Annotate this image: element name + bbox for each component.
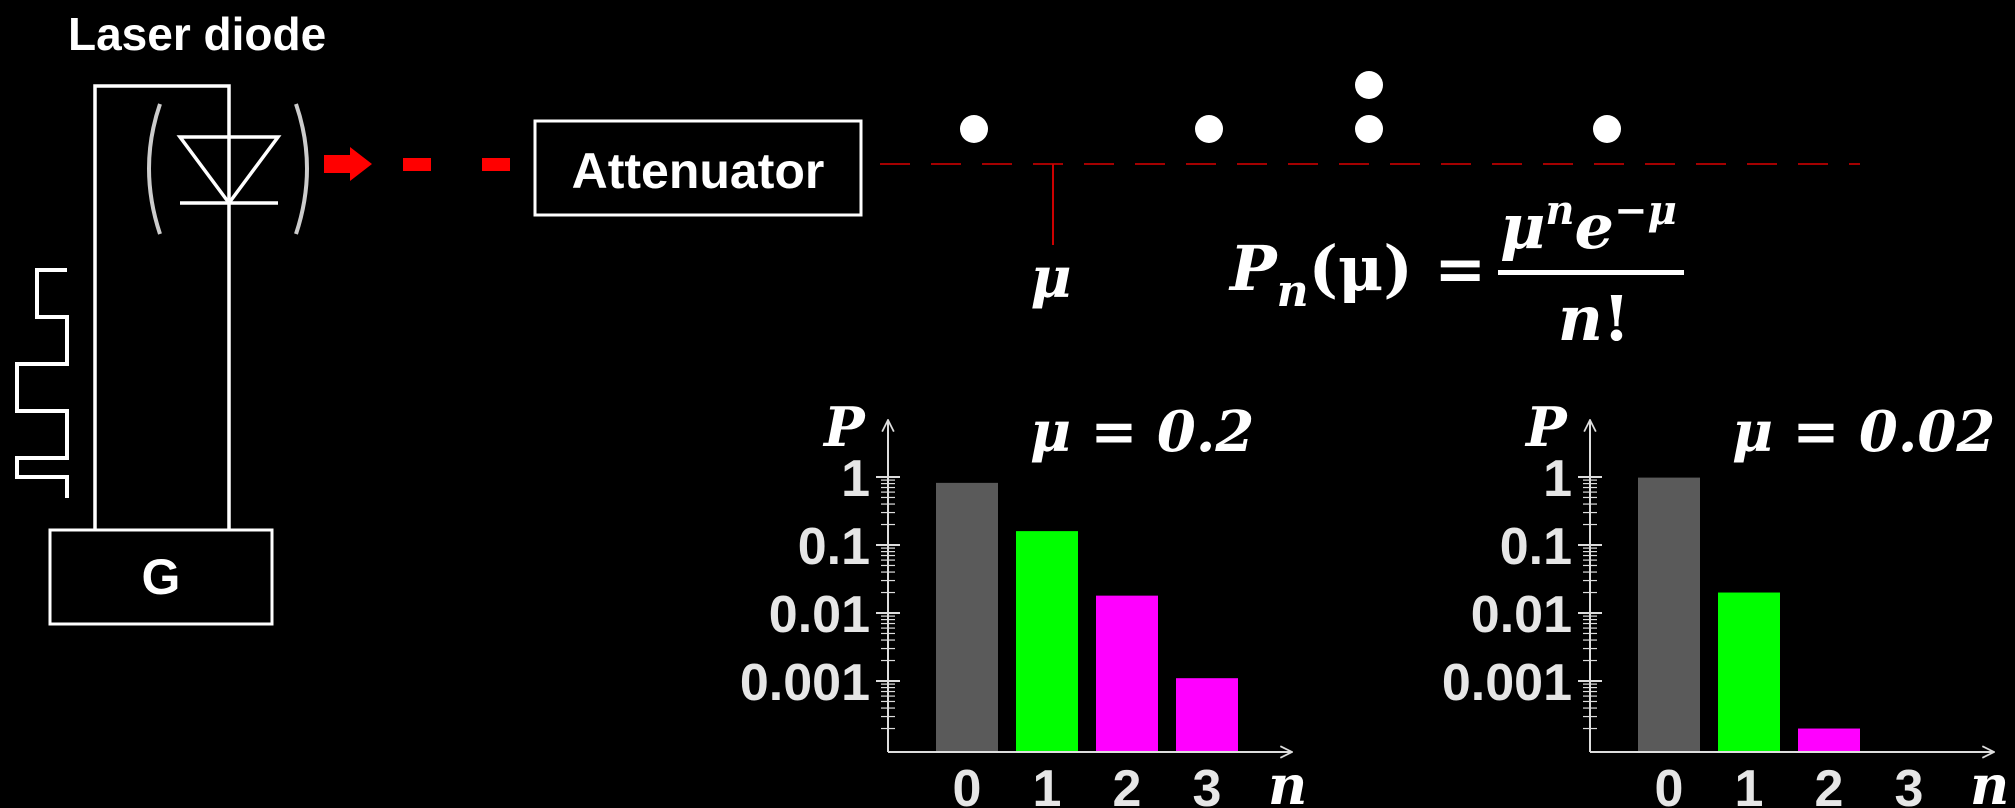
- x-tick-label: 0: [953, 760, 982, 808]
- y-tick-label: 1: [1543, 450, 1572, 508]
- x-axis-label: n: [1268, 753, 1307, 808]
- pulse-train-icon: [15, 268, 69, 498]
- beam-dash: [482, 158, 510, 171]
- x-tick-label: 3: [1193, 760, 1222, 808]
- diode-icon: [176, 135, 282, 206]
- x-tick-label: 1: [1033, 760, 1062, 808]
- photon: [1355, 115, 1383, 143]
- bar-n1: [1718, 592, 1780, 752]
- generator-label: G: [142, 549, 181, 605]
- chart-1: 1 0.1 0.01 0.001 0 1 2 3 Pn μ = 0.2: [740, 395, 1307, 808]
- bar-n2: [1798, 728, 1860, 752]
- y-tick-label: 0.01: [1471, 586, 1572, 644]
- attenuator-box: [533, 119, 863, 217]
- circuit: [93, 84, 231, 530]
- formula-denominator: n!: [1558, 282, 1630, 355]
- bar-n0: [936, 482, 998, 752]
- photon: [1195, 115, 1223, 143]
- chart-title: μ = 0.02: [1732, 399, 1995, 465]
- x-axis-label: n: [1970, 753, 2009, 808]
- mu-marker-label: μ: [1031, 245, 1072, 311]
- formula-lhs: Pn(μ) =: [1228, 232, 1486, 317]
- x-tick-label: 2: [1815, 760, 1844, 808]
- emission-brackets: [147, 103, 309, 235]
- bar-n3: [1176, 678, 1238, 752]
- photon: [960, 115, 988, 143]
- y-axis-label: P: [822, 395, 866, 459]
- poisson-charts: 1 0.1 0.01 0.001 0 1 2 3 Pn μ = 0.2 1 0.1 0.01 0.001 0…: [740, 395, 2009, 808]
- y-axis-label: P: [1524, 395, 1568, 459]
- circuit-wire-left: [93, 84, 231, 530]
- beam-dash: [403, 158, 431, 171]
- chart-2: 1 0.1 0.01 0.001 0 1 2 3 Pn μ = 0.02: [1442, 395, 2009, 808]
- photon: [1593, 115, 1621, 143]
- generator-box: [48, 528, 274, 626]
- chart-title: μ = 0.2: [1030, 399, 1254, 465]
- poisson-formula: Pn(μ) = μne−μ n!: [1228, 187, 1684, 355]
- laser-beam: [324, 147, 510, 181]
- bar-n0: [1638, 477, 1700, 752]
- photons: [960, 71, 1621, 143]
- bar-n1: [1016, 531, 1078, 752]
- x-tick-label: 2: [1113, 760, 1142, 808]
- x-tick-label: 3: [1895, 760, 1924, 808]
- fraction-bar: [1498, 270, 1684, 275]
- bar-n2: [1096, 595, 1158, 752]
- y-tick-label: 0.001: [1442, 654, 1572, 712]
- y-tick-label: 0.1: [1500, 518, 1572, 576]
- x-tick-label: 0: [1655, 760, 1684, 808]
- laser-diode-label: Laser diode: [68, 8, 326, 60]
- y-tick-label: 0.01: [769, 586, 870, 644]
- beam-arrow-icon: [324, 147, 372, 181]
- y-tick-label: 0.1: [798, 518, 870, 576]
- formula-numerator: μne−μ: [1500, 187, 1677, 263]
- photon: [1355, 71, 1383, 99]
- x-tick-label: 1: [1735, 760, 1764, 808]
- y-tick-label: 1: [841, 450, 870, 508]
- y-tick-label: 0.001: [740, 654, 870, 712]
- attenuator-label: Attenuator: [572, 143, 825, 199]
